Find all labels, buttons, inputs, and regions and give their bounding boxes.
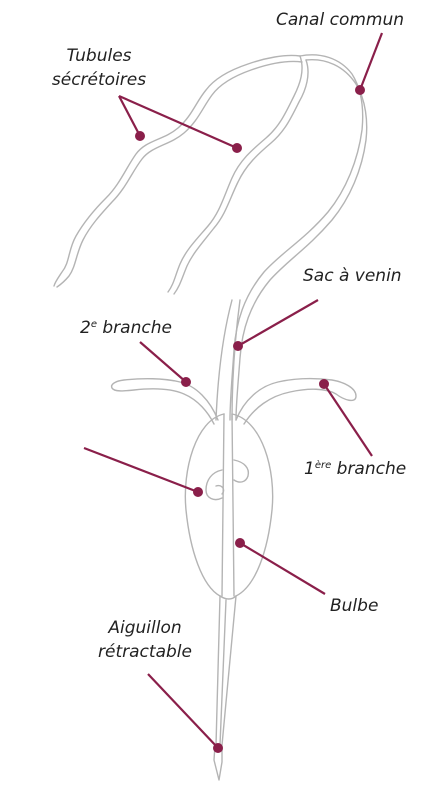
dot-branche-1 — [319, 379, 329, 389]
label-aiguillon-line1: Aiguillon — [82, 616, 208, 640]
branch-2 — [112, 379, 218, 424]
dot-aiguillon — [213, 743, 223, 753]
sting — [216, 596, 236, 745]
venom-gland-outline — [54, 55, 367, 780]
dot-bulb-lobe — [193, 487, 203, 497]
dot-branche-2 — [181, 377, 191, 387]
bulb — [185, 414, 272, 596]
label-aiguillon-retractable: Aiguillon rétractable — [82, 616, 208, 664]
label-tubules-line2: sécrétoires — [40, 68, 158, 92]
label-branche-1: 1ère branche — [304, 457, 406, 481]
dot-canal-commun — [355, 85, 365, 95]
label-bulbe: Bulbe — [330, 594, 378, 618]
dot-bulbe — [235, 538, 245, 548]
dot-tubules-right — [232, 143, 242, 153]
dot-tubules-left — [135, 131, 145, 141]
label-branche-2: 2e branche — [80, 316, 172, 340]
label-tubules-secretoires: Tubules sécrétoires — [40, 44, 158, 92]
dot-sac-a-venin — [233, 341, 243, 351]
label-sac-a-venin: Sac à venin — [303, 264, 402, 288]
label-aiguillon-line2: rétractable — [82, 640, 208, 664]
label-canal-commun: Canal commun — [276, 8, 404, 32]
label-tubules-line1: Tubules — [40, 44, 158, 68]
tubule-right — [168, 56, 302, 292]
branch-1 — [236, 379, 356, 424]
canal-commun-duct — [230, 55, 363, 420]
